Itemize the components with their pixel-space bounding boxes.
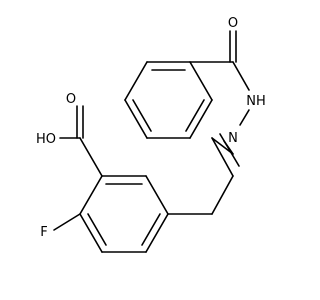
hydroxyl-label: HO [36,132,56,147]
bond [124,61,148,101]
fluoro-bond [53,213,81,231]
carbonyl-oxygen-label: O [228,16,238,31]
bond [189,99,213,139]
bond [145,175,169,215]
bond [211,137,234,177]
bond [79,175,103,215]
double-bond-inner [141,213,161,246]
acid-oxygen-label: O [66,92,76,107]
carboxylic-acid-group [59,105,103,177]
diazine-ring [189,30,250,177]
benzoic-acid-ring [79,175,169,253]
bond [79,213,103,253]
bond [189,61,213,101]
bond [124,99,148,139]
bond [145,213,169,253]
double-bond-inner [87,213,107,246]
fluorine-label: F [40,225,47,240]
bond [232,61,250,91]
fused-benzene-ring [124,61,213,139]
phthalazinone-benzoic-acid-structure: O NH N HO O F [36,16,266,253]
double-bond-inner [219,133,240,167]
bond [239,109,250,126]
bond [79,137,103,177]
nitrogen-label: N [228,131,238,146]
double-bond-inner [132,99,152,132]
double-bond-inner [185,99,205,132]
nh-label: NH [246,94,266,109]
methylene-linker-bond [211,175,234,215]
